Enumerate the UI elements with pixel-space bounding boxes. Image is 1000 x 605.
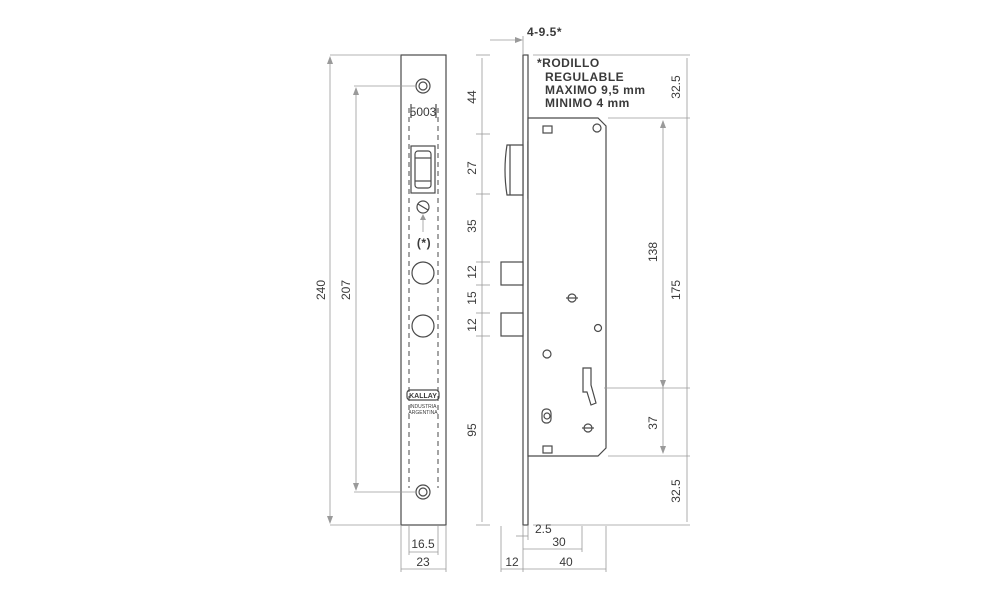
dim-37-label: 37 (646, 416, 660, 430)
roller-icon (414, 150, 432, 189)
note-line1: *RODILLO (537, 56, 600, 70)
note-line2: REGULABLE (545, 70, 624, 84)
side-faceplate (522, 54, 529, 526)
dim-27-label: 27 (465, 161, 479, 175)
note-line4: MINIMO 4 mm (545, 96, 630, 110)
arrow-138-top-icon (660, 120, 666, 128)
dim-2-5-label: 2.5 (535, 522, 552, 536)
dim-case-top-label: 32.5 (669, 75, 683, 99)
dim-16-5-label: 16.5 (411, 537, 435, 551)
front-view: 5003 (*) KALLAY INDUSTRIA ARGENTINA (400, 54, 447, 526)
dim-240-label: 240 (314, 280, 328, 300)
origin-line2-label: ARGENTINA (408, 410, 438, 416)
dim-12-side-label: 12 (505, 555, 519, 569)
right-dimensions: 32.5 175 32.5 138 37 (533, 54, 690, 526)
adjust-arrow-icon (420, 214, 426, 220)
bolt-hole-lower-icon (411, 314, 435, 338)
dim-35-label: 35 (465, 219, 479, 233)
cylinder-slot-icon (541, 408, 552, 424)
bottom-screw-hole-inner-icon (418, 487, 428, 497)
arrow-240-top-icon (327, 56, 333, 64)
side-bottom-dimensions: 2.5 30 12 40 (500, 522, 607, 572)
dim-23-label: 23 (416, 555, 430, 569)
roller-note: *RODILLO REGULABLE MAXIMO 9,5 mm MINIMO … (537, 56, 646, 110)
arrow-240-bottom-icon (327, 516, 333, 524)
top-screw-hole-inner-icon (418, 81, 428, 91)
left-dimensions: 240 207 (314, 54, 416, 526)
dim-175-label: 175 (669, 280, 683, 300)
arrow-roller-range-icon (515, 37, 523, 43)
dim-138-label: 138 (646, 242, 660, 262)
dim-207-label: 207 (339, 280, 353, 300)
arrow-207-top-icon (353, 87, 359, 95)
case-rivet-top-icon (592, 123, 602, 133)
cylinder-pin-icon (543, 412, 551, 420)
case-rivet-3-icon (542, 349, 552, 359)
front-bottom-dimensions: 16.5 23 (400, 526, 447, 572)
roller-range-label: 4-9.5* (527, 25, 562, 39)
dim-44-label: 44 (465, 90, 479, 104)
dim-12-lower-label: 12 (465, 318, 479, 332)
keyhole-icon (582, 367, 597, 406)
dim-case-bottom-label: 32.5 (669, 479, 683, 503)
note-line3: MAXIMO 9,5 mm (545, 83, 646, 97)
roller-side-icon (504, 144, 524, 196)
roller-window (410, 145, 436, 194)
side-view (500, 54, 607, 526)
arrow-37-bottom-icon (660, 446, 666, 454)
arrow-138-bottom-icon (660, 380, 666, 388)
dim-30-label: 30 (552, 535, 566, 549)
roller-range-dimension: 4-9.5* (490, 25, 562, 54)
case-rivet-2-icon (593, 323, 603, 333)
lock-case (527, 117, 607, 457)
faceplate-outline (400, 54, 447, 526)
dim-95-label: 95 (465, 423, 479, 437)
dim-40-label: 40 (559, 555, 573, 569)
adjust-screw-icon (416, 200, 430, 214)
origin-line1-label: INDUSTRIA (410, 404, 438, 410)
arrow-207-bottom-icon (353, 483, 359, 491)
bolt-lower (500, 312, 524, 337)
brand-label: KALLAY (409, 393, 437, 400)
dim-12-upper-label: 12 (465, 265, 479, 279)
brand-badge (406, 389, 440, 401)
case-slot-bottom (542, 445, 553, 454)
model-code-label: 5003 (410, 105, 437, 119)
bolt-upper (500, 261, 524, 286)
adjust-marker-label: (*) (417, 236, 431, 250)
adjust-screw-slot (417, 203, 429, 211)
case-slot-top (542, 125, 553, 134)
middle-dimensions: 44 27 35 12 15 12 95 (465, 54, 490, 526)
dim-15-label: 15 (465, 291, 479, 305)
bolt-hole-upper-icon (411, 261, 435, 285)
